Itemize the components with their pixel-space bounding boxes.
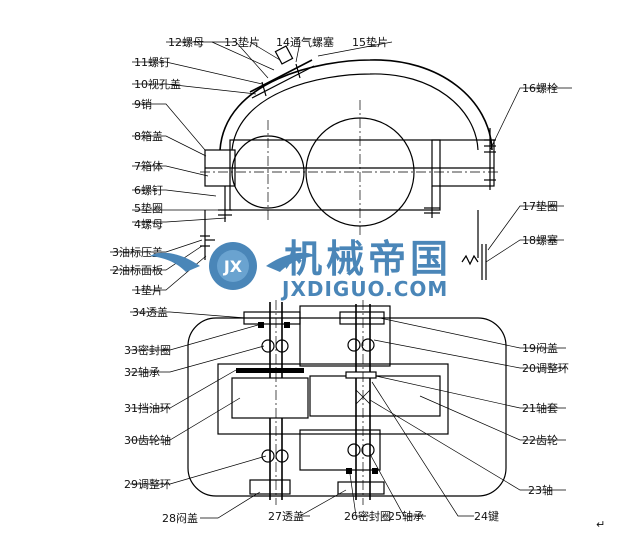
drain-plug [461, 210, 487, 280]
label-7: 7箱体 [134, 159, 163, 173]
label-31: 31挡油环 [124, 401, 171, 415]
label-32: 32轴承 [124, 365, 160, 379]
label-34: 34透盖 [132, 305, 168, 319]
label-29: 29调整环 [124, 477, 171, 491]
logo-text: JX [223, 257, 243, 276]
label-26: 26密封圈 [344, 509, 391, 523]
cover-outline [219, 59, 493, 151]
cover-28 [249, 479, 291, 495]
label-14: 14通气螺塞 [276, 35, 334, 49]
watermark-title: 机械帝国 [284, 237, 452, 281]
inspection-cover [249, 45, 315, 99]
cover-19 [339, 311, 385, 325]
part-labels: 12螺母 13垫片 14通气螺塞 15垫片 11螺钉 10视孔盖 9销 8箱盖 … [112, 35, 569, 525]
label-25: 25轴承 [388, 509, 424, 523]
label-33: 33密封圈 [124, 343, 171, 357]
label-13: 13垫片 [224, 35, 260, 49]
seal-26a [346, 468, 352, 474]
label-22: 22齿轮 [522, 433, 558, 447]
cover-inner-outline [231, 73, 479, 151]
pinion-block [231, 377, 309, 419]
watermark: JX 机械帝国 JXDIGUO.COM [150, 237, 452, 301]
label-3: 3油标压盖 [112, 245, 163, 259]
wing-left [150, 252, 200, 272]
label-16: 16螺栓 [522, 81, 558, 95]
label-9: 9销 [134, 97, 152, 111]
label-18: 18螺塞 [522, 233, 558, 247]
label-5: 5垫圈 [134, 201, 163, 215]
inner-cavity [217, 363, 449, 435]
leader-lines [110, 41, 572, 519]
bearing-seat-right [299, 305, 391, 367]
housing-body [229, 139, 441, 211]
lower-housing-outline [187, 317, 507, 497]
label-19: 19闷盖 [522, 341, 558, 355]
label-8: 8箱盖 [134, 129, 163, 143]
oil-ring [236, 368, 304, 373]
seal-33b [284, 322, 290, 328]
seal-33a [258, 322, 264, 328]
label-23: 23轴 [528, 483, 553, 497]
right-flange [431, 139, 495, 187]
label-28: 28闷盖 [162, 511, 198, 525]
bearing-25a [347, 443, 361, 457]
oil-gauge [200, 210, 215, 260]
label-1: 1垫片 [134, 283, 163, 297]
key-24 [345, 371, 377, 379]
label-30: 30齿轮轴 [124, 433, 171, 447]
label-21: 21轴套 [522, 401, 558, 415]
front-view [200, 45, 500, 280]
label-15: 15垫片 [352, 35, 388, 49]
cover-27 [337, 481, 385, 495]
bearing-20b [361, 338, 375, 352]
label-2: 2油标面板 [112, 263, 163, 277]
corner-mark: ↵ [596, 518, 605, 531]
flange-bolts [218, 186, 440, 222]
label-4: 4螺母 [134, 218, 163, 231]
bolt-16 [484, 128, 496, 190]
bearing-25b [361, 443, 375, 457]
top-view [187, 300, 507, 505]
label-24: 24键 [474, 509, 499, 523]
seal-26b [372, 468, 378, 474]
label-11: 11螺钉 [134, 56, 170, 69]
label-6: 6螺钉 [134, 184, 163, 197]
label-10: 10视孔盖 [134, 77, 181, 91]
bearing-32a [261, 339, 275, 353]
bearing-seat-lower [299, 429, 381, 471]
label-20: 20调整环 [522, 361, 569, 375]
label-17: 17垫圈 [522, 199, 558, 213]
wing-right [266, 252, 316, 272]
bearing-29a [261, 449, 275, 463]
label-12: 12螺母 [168, 36, 204, 49]
label-27: 27透盖 [268, 509, 304, 523]
watermark-url: JXDIGUO.COM [280, 277, 448, 301]
bearing-29b [275, 449, 289, 463]
gear-logo-inner [217, 250, 249, 282]
bearing-20a [347, 338, 361, 352]
